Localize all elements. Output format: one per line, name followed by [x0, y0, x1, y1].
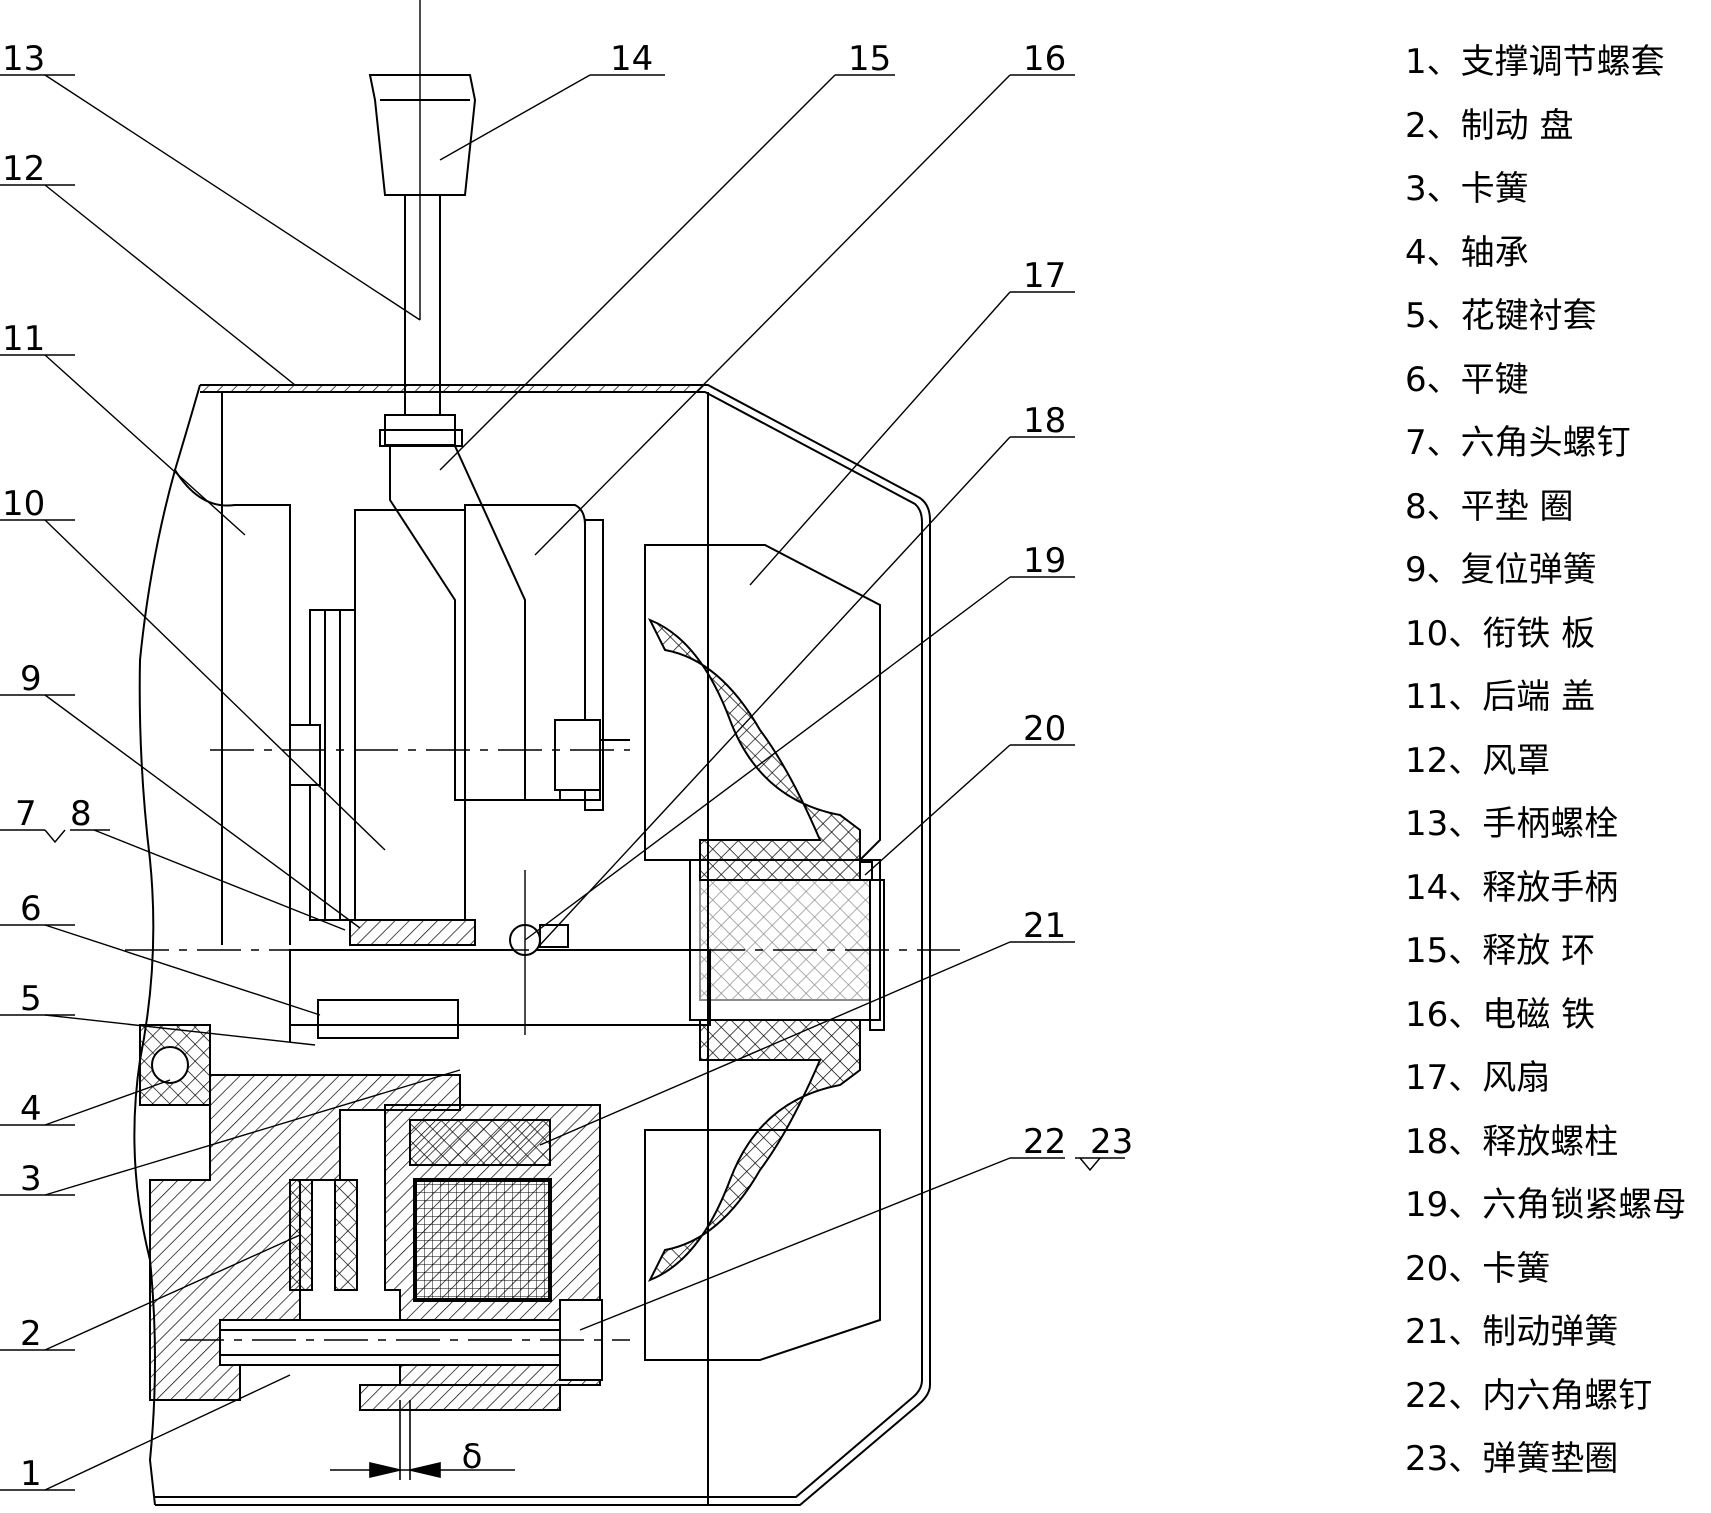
callout-leader [44, 1234, 301, 1351]
legend-item: 3、卡簧 [1405, 169, 1529, 209]
armature-plate [354, 509, 466, 921]
legend-item: 22、内六角螺钉 [1405, 1375, 1653, 1416]
callout-number: 2 [20, 1314, 42, 1354]
callout-number: 4 [20, 1089, 42, 1129]
bearing [139, 1024, 211, 1106]
gap-label: δ [462, 1437, 483, 1477]
callout-number: 14 [610, 39, 653, 79]
callout-leader [44, 694, 361, 929]
coil [413, 1178, 552, 1302]
callout-number: 17 [1023, 256, 1066, 296]
callout-number: 1 [20, 1454, 42, 1494]
flat-key [317, 999, 459, 1039]
legend-item: 5、花键衬套 [1405, 296, 1597, 336]
legend-item: 13、手柄螺栓 [1405, 804, 1619, 844]
legend-item: 17、风扇 [1405, 1058, 1551, 1098]
callout-number: 13 [2, 39, 45, 79]
callout-number: 10 [2, 484, 45, 524]
callout-leader [534, 74, 1011, 556]
legend-item: 18、释放螺柱 [1405, 1121, 1619, 1162]
callout-number: 5 [20, 979, 42, 1019]
legend-item: 20、卡簧 [1405, 1248, 1551, 1289]
callout-number: 16 [1023, 39, 1066, 79]
callout-number: 18 [1023, 401, 1066, 441]
release-handle-stem [404, 194, 441, 416]
callout-leader [44, 1079, 171, 1126]
callout-number: 11 [2, 319, 45, 359]
gap-dimension [330, 1400, 515, 1480]
callout-leader [749, 291, 1011, 586]
legend-item: 23、弹簧垫圈 [1405, 1439, 1619, 1479]
callout-leader [44, 354, 246, 536]
legend-item: 21、制动弹簧 [1405, 1312, 1619, 1352]
callout-joint [1079, 1157, 1101, 1172]
callout-leader [864, 744, 1011, 876]
callout-number: 12 [2, 149, 45, 189]
shaft [289, 949, 711, 1026]
callout-leader [93, 829, 346, 931]
callout-leader [524, 576, 1011, 941]
callout-leader [439, 74, 836, 471]
legend-item: 11、后端 盖 [1405, 677, 1596, 717]
callout-leader [44, 184, 296, 386]
callout-leader [539, 436, 1011, 946]
legend-item: 8、平垫 圈 [1405, 486, 1574, 527]
rear-end-cover [174, 469, 291, 945]
callout-leader [579, 1157, 1011, 1331]
callout-number: 9 [20, 659, 42, 699]
legend-item: 1、支撑调节螺套 [1405, 42, 1665, 82]
legend-item: 7、六角头螺钉 [1405, 423, 1631, 463]
callout-number: 23 [1090, 1122, 1133, 1162]
callout-leader [44, 1374, 291, 1491]
callout-leader [44, 1014, 316, 1046]
assembly-body [133, 74, 931, 1506]
callout-number: 15 [848, 39, 891, 79]
fan-cover [155, 384, 931, 1506]
callout-leader [439, 74, 591, 161]
legend-item: 4、轴承 [1405, 232, 1529, 273]
callout-leader [44, 1069, 461, 1196]
callout-leader [44, 924, 321, 1016]
brake-disc [289, 1179, 313, 1291]
callout-number: 20 [1023, 709, 1066, 749]
callout-number: 6 [20, 889, 42, 929]
fan [644, 544, 881, 861]
brake-spring [409, 1119, 551, 1166]
callout-leader [44, 74, 421, 321]
callout-joint [44, 829, 66, 844]
callout-number: 7 [15, 794, 37, 834]
legend-item: 19、六角锁紧螺母 [1405, 1185, 1687, 1225]
socket-head-bolt [219, 1319, 566, 1366]
legend-item: 10、衔铁 板 [1405, 613, 1596, 654]
callout-number: 3 [20, 1159, 42, 1199]
center-lines [125, 0, 960, 1341]
callout-leader [539, 941, 1011, 1146]
legend-item: 2、制动 盘 [1405, 105, 1574, 146]
callout-number: 21 [1023, 906, 1066, 946]
legend-item: 14、释放手柄 [1405, 867, 1619, 908]
legend-item: 6、平键 [1405, 359, 1529, 400]
legend-item: 15、释放 环 [1405, 931, 1596, 971]
legend-item: 16、电磁 铁 [1405, 994, 1596, 1035]
callout-number: 19 [1023, 541, 1066, 581]
release-handle-knob [368, 74, 477, 196]
callout-number: 22 [1023, 1122, 1066, 1162]
legend-item: 12、风罩 [1405, 740, 1551, 781]
callout-number: 8 [70, 794, 92, 834]
parts-legend: 1、支撑调节螺套 2、制动 盘 3、卡簧 4、轴承 5、花键衬套 6、平键 7、六角头螺钉 8… [1405, 38, 1705, 1499]
legend-item: 9、复位弹簧 [1405, 550, 1597, 590]
callout-leader [44, 519, 386, 851]
release-ring [389, 445, 526, 801]
